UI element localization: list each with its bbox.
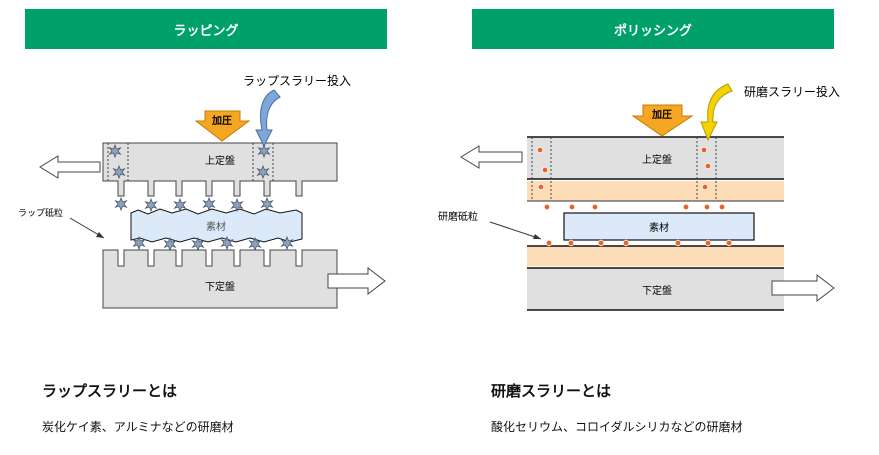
slurry-label: 研磨スラリー投入 <box>744 84 840 99</box>
workpiece <box>130 208 303 243</box>
lapping-diagram: 上定盤 加圧 ラップスラリー投入 素材 下定盤 <box>18 73 386 309</box>
polish-grains <box>536 146 733 247</box>
left-move-arrow <box>460 145 523 169</box>
workpiece-label: 素材 <box>649 221 669 234</box>
slurry-label: ラップスラリー投入 <box>243 73 351 88</box>
right-move-arrow <box>327 266 386 296</box>
lower-plate-label: 下定盤 <box>205 280 235 293</box>
slurry-arrow <box>700 83 733 142</box>
lower-pad <box>527 246 784 266</box>
lap-slurry-heading: ラップスラリーとは <box>42 382 178 400</box>
polishing-diagram: 上定盤 加圧 研磨スラリー投入 素材 下定盤 <box>438 83 840 311</box>
lap-slurry-description: 炭化ケイ素、アルミナなどの研磨材 <box>42 420 234 434</box>
lower-plate-label: 下定盤 <box>642 284 672 297</box>
left-move-arrow <box>39 155 101 179</box>
press-arrow: 加圧 <box>194 110 251 142</box>
press-label: 加圧 <box>211 114 232 127</box>
upper-plate-label: 上定盤 <box>642 153 672 166</box>
press-label: 加圧 <box>651 108 672 121</box>
upper-plate-label: 上定盤 <box>205 154 235 167</box>
right-move-arrow <box>771 273 835 303</box>
upper-plate <box>102 142 338 197</box>
banner-lapping: ラッピング <box>25 9 387 49</box>
upper-plate <box>527 137 784 179</box>
banner-polishing: ポリッシング <box>472 9 834 49</box>
workpiece-label: 素材 <box>206 220 226 233</box>
upper-pad <box>527 181 784 201</box>
lower-plate <box>102 249 338 309</box>
workpiece <box>563 212 755 241</box>
grain-label: 研磨砥粒 <box>438 210 478 223</box>
press-arrow: 加圧 <box>631 104 694 137</box>
grain-label: ラップ砥粒 <box>18 207 63 219</box>
polish-slurry-heading: 研磨スラリーとは <box>491 382 612 400</box>
lower-plate <box>527 268 784 310</box>
polish-slurry-description: 酸化セリウム、コロイダルシリカなどの研磨材 <box>491 420 743 434</box>
slurry-arrow <box>255 89 281 148</box>
